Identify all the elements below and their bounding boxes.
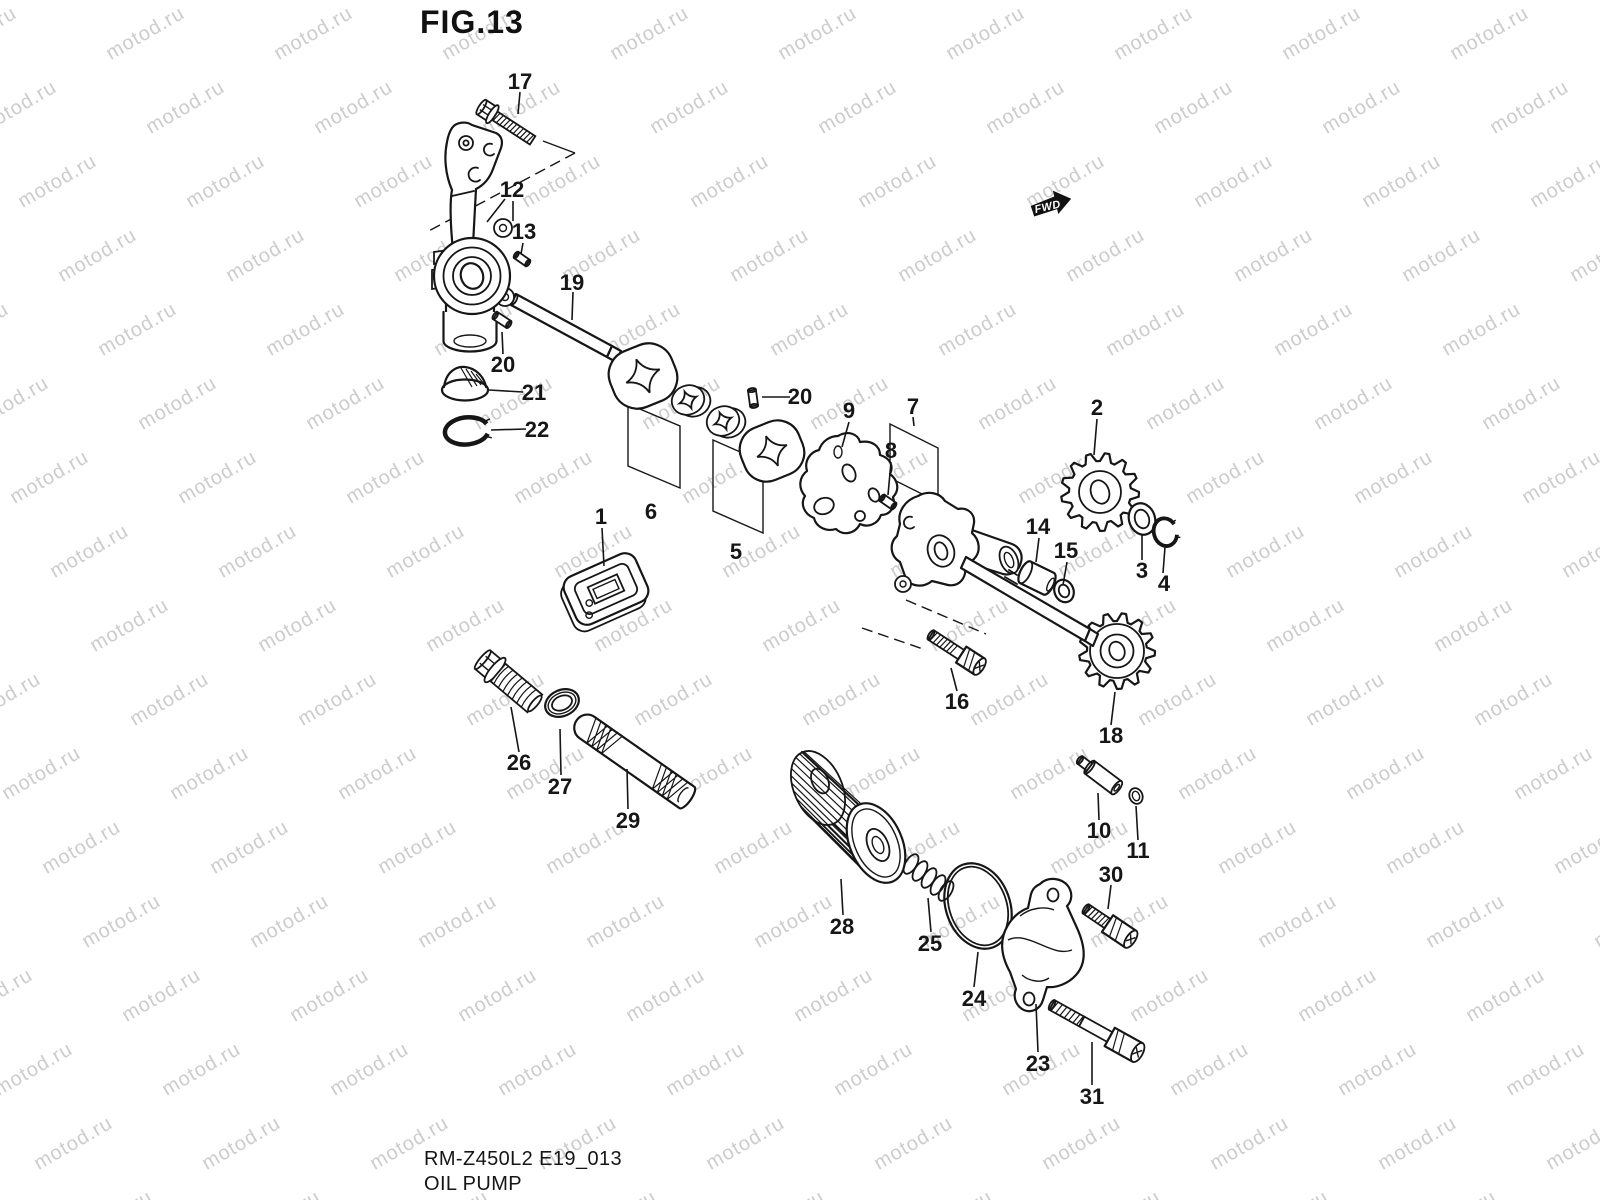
callout-8: 8 (885, 438, 897, 463)
part-pin-20-right (746, 387, 760, 409)
figure-title: FIG.13 (420, 4, 524, 40)
part-bolt-17 (475, 98, 537, 146)
part-outer-rotor-6 (607, 342, 679, 410)
callout-6: 6 (645, 499, 657, 524)
callout-24: 24 (962, 986, 987, 1011)
part-plate-9 (799, 432, 899, 535)
callout-31: 31 (1080, 1084, 1104, 1109)
callout-1: 1 (595, 504, 607, 529)
part-washer-3 (1127, 502, 1157, 536)
callout-10: 10 (1087, 818, 1111, 843)
callout-27: 27 (548, 774, 572, 799)
part-oil-filter-28 (790, 750, 907, 884)
callout-2: 2 (1091, 395, 1103, 420)
callout-3: 3 (1136, 558, 1148, 583)
part-cover-23 (1001, 877, 1085, 1013)
callout-20: 20 (788, 384, 812, 409)
part-pin-13 (512, 250, 532, 268)
callout-28: 28 (830, 914, 854, 939)
callout-17: 17 (508, 69, 532, 94)
part-washer-27 (544, 688, 580, 718)
part-snap-ring-22 (442, 415, 493, 447)
callout-9: 9 (843, 398, 855, 423)
callout-23: 23 (1026, 1051, 1050, 1076)
callout-13: 13 (512, 219, 536, 244)
callout-29: 29 (616, 808, 640, 833)
fwd-label: FWD (1033, 198, 1062, 216)
footer-model-code: RM-Z450L2 E19_013 (424, 1148, 623, 1170)
part-pump-bracket-12 (431, 121, 515, 353)
part-bolt-16 (926, 629, 987, 676)
callout-21: 21 (522, 380, 546, 405)
part-cap-21 (440, 365, 490, 402)
part-snap-ring-4 (1151, 516, 1181, 548)
callout-20: 20 (491, 352, 515, 377)
callout-22: 22 (525, 417, 549, 442)
part-inner-rotor-b (705, 405, 747, 439)
part-gasket-plate-1 (560, 552, 650, 633)
callout-25: 25 (918, 931, 942, 956)
part-pin-8 (878, 493, 898, 511)
part-oring-24 (943, 862, 1013, 950)
part-ring-15 (1053, 578, 1075, 604)
callout-26: 26 (507, 750, 531, 775)
callout-11: 11 (1126, 838, 1149, 863)
callout-18: 18 (1099, 723, 1123, 748)
part-outer-rotor-5 (738, 419, 806, 483)
part-bolt-31 (1047, 998, 1146, 1063)
fwd-arrow-icon: FWD (1030, 190, 1072, 217)
callout-7: 7 (907, 394, 919, 419)
part-gear-18 (1078, 612, 1157, 691)
part-pin-20-left (491, 310, 513, 330)
callout-12: 12 (500, 177, 524, 202)
part-pin-10 (1075, 755, 1124, 796)
callout-15: 15 (1054, 538, 1078, 563)
part-pump-shaft (959, 555, 1100, 648)
part-bolt-30 (1081, 903, 1139, 949)
callout-19: 19 (560, 270, 584, 295)
callout-14: 14 (1026, 514, 1051, 539)
part-plug-26 (473, 649, 544, 714)
callout-16: 16 (945, 689, 969, 714)
footer-figure-name: OIL PUMP (424, 1173, 523, 1195)
part-shaft-19 (508, 292, 623, 364)
callout-4: 4 (1158, 571, 1171, 596)
callout-5: 5 (730, 539, 742, 564)
part-sleeve-14 (1017, 560, 1057, 596)
part-gear-2 (1060, 452, 1141, 533)
part-strainer-29 (573, 713, 697, 810)
part-inner-rotor-a (670, 384, 712, 418)
leader-lines (486, 91, 1166, 1085)
callout-30: 30 (1099, 862, 1123, 887)
part-oring-11 (1128, 787, 1144, 805)
part-spring-25 (902, 853, 955, 902)
